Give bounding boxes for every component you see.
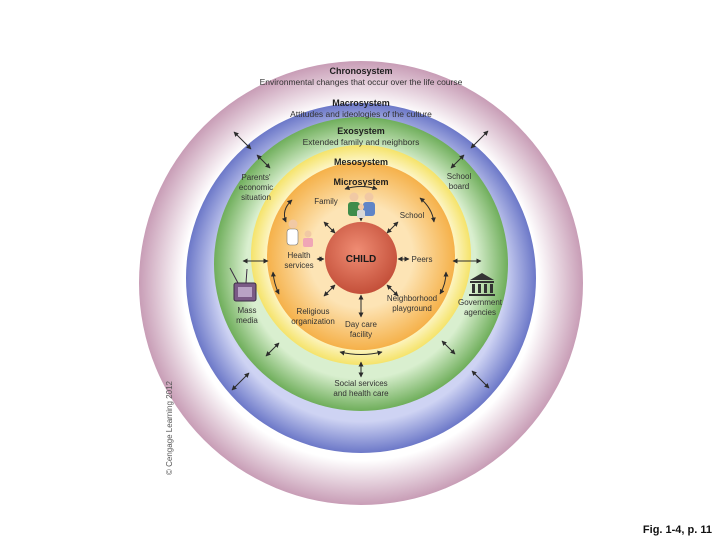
school-board-label-1: School xyxy=(447,172,472,181)
microsystem-title: Microsystem xyxy=(333,177,388,187)
religious-label-2: organization xyxy=(291,317,335,326)
peers-label: Peers xyxy=(412,255,433,264)
tv-icon xyxy=(229,267,257,302)
arrow-meso-right xyxy=(439,271,449,295)
arrow-bottom-right-inner xyxy=(441,340,456,355)
health-services-label-2: services xyxy=(284,261,313,270)
family-illustration xyxy=(348,192,375,218)
health-services-label-1: Health xyxy=(287,251,310,260)
neighborhood-label-2: playground xyxy=(392,304,432,313)
mass-media-label-1: Mass xyxy=(237,306,256,315)
mesosystem-arrows xyxy=(270,185,449,356)
government-building-icon xyxy=(469,273,495,296)
copyright-credit: © Cengage Learning 2012 xyxy=(165,380,174,475)
school-label: School xyxy=(400,211,425,220)
government-label-2: agencies xyxy=(464,308,496,317)
arrow-top-left-inner xyxy=(256,154,271,169)
arrow-top-right-inner xyxy=(450,154,465,169)
figure-caption: Fig. 1-4, p. 11 xyxy=(642,524,712,536)
child-label: CHILD xyxy=(346,254,377,265)
mass-media-label-2: media xyxy=(236,316,258,325)
parents-label-3: situation xyxy=(241,193,271,202)
arrow-bottom-right-outer xyxy=(471,370,490,389)
government-label-1: Government xyxy=(458,298,503,307)
arrow-child-upright xyxy=(386,221,399,234)
social-services-label-1: Social services xyxy=(334,379,387,388)
macrosystem-subtitle: Attitudes and ideologies of the culture xyxy=(290,109,432,119)
school-board-label-2: board xyxy=(449,182,469,191)
parents-label-1: Parents' xyxy=(241,173,271,182)
arrow-top-right-outer xyxy=(470,130,489,149)
arrow-meso-top xyxy=(344,185,378,191)
family-label: Family xyxy=(314,197,338,206)
arrow-child-downleft xyxy=(323,284,336,297)
exosystem-title: Exosystem xyxy=(337,126,385,136)
arrow-meso-bottom xyxy=(339,350,383,356)
arrow-bottom-left-inner xyxy=(265,342,280,357)
arrow-child-downright xyxy=(386,284,399,297)
arrow-bottom-left-outer xyxy=(231,372,250,391)
religious-label-1: Religious xyxy=(297,307,330,316)
chronosystem-title: Chronosystem xyxy=(329,66,392,76)
chronosystem-subtitle: Environmental changes that occur over th… xyxy=(260,77,463,87)
arrow-top-left-outer xyxy=(233,131,252,150)
neighborhood-label-1: Neighborhood xyxy=(387,294,437,303)
macrosystem-title: Macrosystem xyxy=(332,98,390,108)
child-connector-arrows xyxy=(316,203,410,318)
daycare-label-2: facility xyxy=(350,330,372,339)
radial-arrows xyxy=(231,130,490,391)
child-circle xyxy=(325,222,397,294)
mesosystem-title: Mesosystem xyxy=(334,157,388,167)
daycare-label-1: Day care xyxy=(345,320,378,329)
arrow-meso-upperleft xyxy=(281,199,293,223)
arrow-meso-left xyxy=(270,271,280,295)
health-services-illustration xyxy=(286,219,313,247)
arrow-meso-upperright xyxy=(419,197,436,223)
arrow-child-upleft xyxy=(323,221,336,234)
exosystem-subtitle: Extended family and neighbors xyxy=(303,137,420,147)
parents-label-2: economic xyxy=(239,183,273,192)
social-services-label-2: and health care xyxy=(333,389,389,398)
